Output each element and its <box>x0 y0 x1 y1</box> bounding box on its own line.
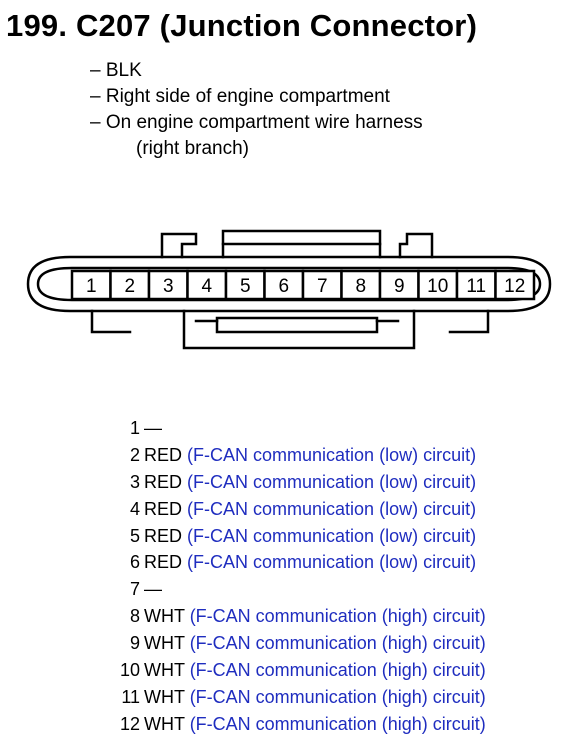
cavity-label-5: 5 <box>240 276 251 297</box>
pin-circuit-description: (F-CAN communication (low) circuit) <box>187 498 477 519</box>
bottom-key-left <box>90 309 132 334</box>
cavity-box-2 <box>109 269 151 301</box>
pin-number: 1 <box>129 418 140 438</box>
detail-location: – Right side of engine compartment <box>90 86 390 107</box>
pin-wire-color: RED <box>144 552 183 573</box>
pin-circuit-description: (F-CAN communication (low) circuit) <box>187 552 477 573</box>
pin-wire-color: WHT <box>144 606 185 627</box>
pin-wire-color: RED <box>144 525 183 546</box>
bottom-slot <box>215 316 379 334</box>
cavity-box-12 <box>494 269 536 301</box>
pin-circuit-description: (F-CAN communication (high) circuit) <box>189 606 486 627</box>
cavity-label-4: 4 <box>201 276 212 297</box>
pin-wire-color: — <box>144 418 162 438</box>
pin-number: 11 <box>121 686 140 707</box>
pin-wire-color: RED <box>144 498 183 519</box>
pin-circuit-description: (F-CAN communication (low) circuit) <box>187 444 477 465</box>
pin-number: 8 <box>129 606 140 627</box>
cavity-label-7: 7 <box>317 276 328 297</box>
pin-circuit-description: (F-CAN communication (high) circuit) <box>189 713 486 734</box>
cavity-box-11 <box>455 269 497 301</box>
pin-row: 1— <box>0 415 574 442</box>
pin-number: 9 <box>129 633 140 654</box>
pin-wire-color: — <box>144 579 162 600</box>
top-latch-left <box>160 232 198 259</box>
pin-wire-color: WHT <box>144 633 185 654</box>
cavity-label-11: 11 <box>466 276 486 297</box>
pin-number: 5 <box>129 525 140 546</box>
pin-circuit-description: (F-CAN communication (high) circuit) <box>189 633 486 654</box>
bottom-base <box>182 309 416 350</box>
connector-details: – BLK – Right side of engine compartment… <box>90 58 423 162</box>
cavity-box-4 <box>186 269 228 301</box>
detail-color: – BLK <box>90 60 142 81</box>
cavity-label-6: 6 <box>278 276 289 297</box>
cavity-label-9: 9 <box>394 276 405 297</box>
pin-number: 6 <box>129 552 140 573</box>
cavity-label-12: 12 <box>504 276 525 297</box>
bottom-key-right <box>448 309 490 334</box>
cavity-box-1 <box>70 269 112 301</box>
pin-circuit-description: (F-CAN communication (high) circuit) <box>189 660 486 681</box>
cavity-label-1: 1 <box>86 276 97 297</box>
cavity-label-8: 8 <box>355 276 366 297</box>
pin-number: 4 <box>129 498 140 519</box>
pin-number: 3 <box>129 471 140 492</box>
pin-wire-color: WHT <box>144 686 185 707</box>
pin-wire-color: WHT <box>144 713 185 734</box>
pin-row: 7— <box>0 576 574 603</box>
pin-circuit-description: (F-CAN communication (high) circuit) <box>189 686 486 707</box>
cavity-label-10: 10 <box>427 276 448 297</box>
pin-wire-color: WHT <box>144 660 185 681</box>
pin-number: 12 <box>119 713 140 734</box>
top-latch-right <box>398 232 434 259</box>
pin-wire-color: RED <box>144 471 183 492</box>
cavity-label-2: 2 <box>124 276 135 297</box>
detail-harness: – On engine compartment wire harness <box>90 112 423 133</box>
pin-number: 7 <box>129 579 140 600</box>
connector-housing-outer <box>26 255 552 313</box>
pin-number: 10 <box>119 660 140 681</box>
cavity-box-3 <box>147 269 189 301</box>
pin-circuit-description: (F-CAN communication (low) circuit) <box>187 471 477 492</box>
page-title: 199. C207 (Junction Connector) <box>6 8 478 43</box>
pin-number: 2 <box>129 444 140 465</box>
pin-circuit-description: (F-CAN communication (low) circuit) <box>187 525 477 546</box>
pin-wire-color: RED <box>144 444 183 465</box>
cavity-label-3: 3 <box>163 276 174 297</box>
detail-branch: (right branch) <box>136 138 249 159</box>
